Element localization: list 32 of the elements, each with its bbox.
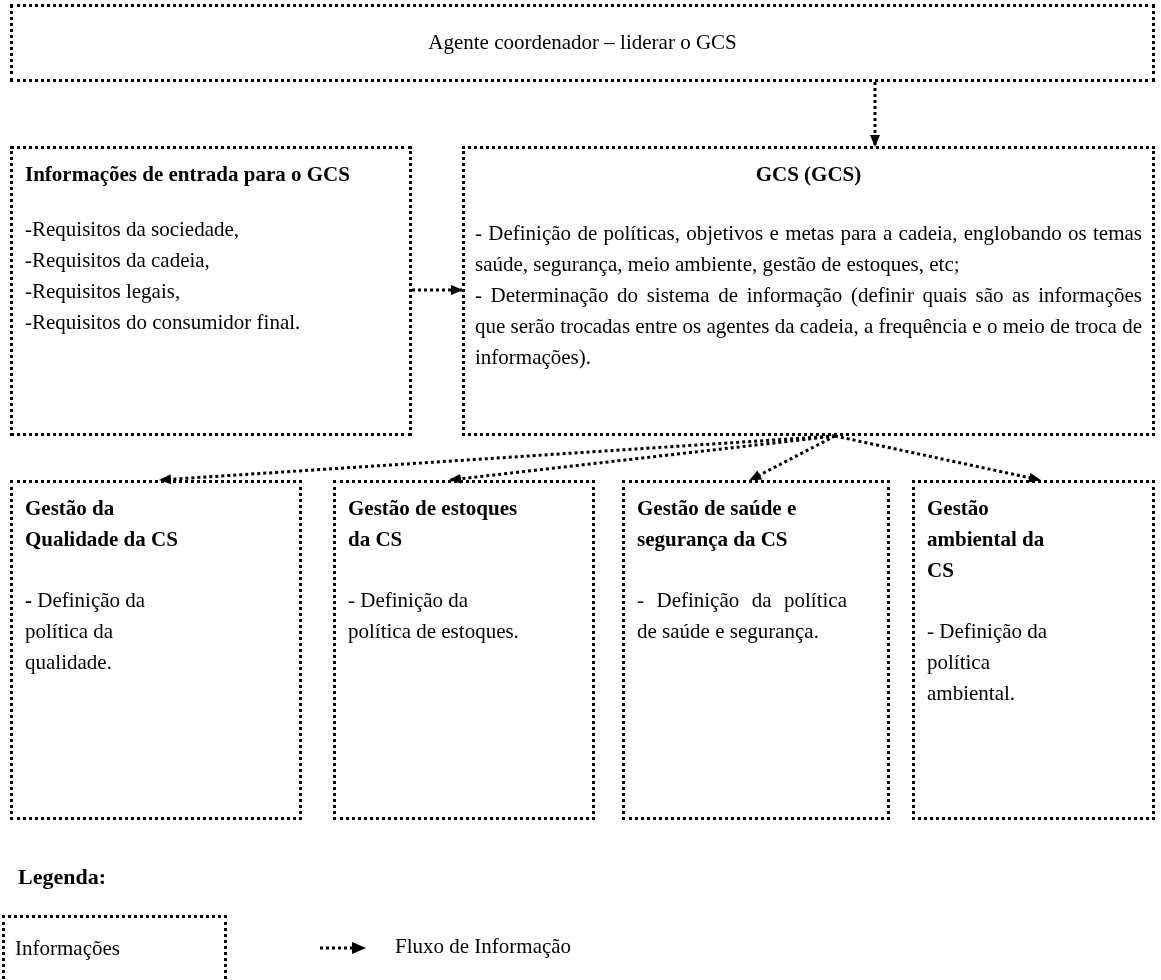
arrow <box>749 434 836 482</box>
dotted-box <box>462 146 1155 436</box>
arrow <box>834 434 1041 483</box>
dotted-box <box>622 480 890 820</box>
box-heading: GCS (GCS) <box>754 161 863 188</box>
box-heading: Gestão de saúde e segurança da CS <box>637 495 798 553</box>
list-item: -Requisitos da cadeia, <box>25 247 211 274</box>
legend-text: Fluxo de Informação <box>395 934 572 959</box>
list-item: -Requisitos do consumidor final. <box>25 309 302 336</box>
box-description: - Definição da política da qualidade. <box>25 587 147 676</box>
box-description: - Definição da política ambiental. <box>927 618 1049 707</box>
arrow <box>412 285 463 295</box>
box-description: - Definição da política de estoques. <box>348 587 520 645</box>
list-item: -Requisitos legais, <box>25 278 182 305</box>
dotted-box <box>10 480 302 820</box>
arrow <box>449 434 836 484</box>
box-heading: Informações de entrada para o GCS <box>25 161 351 188</box>
legend-title: Legenda: <box>18 864 106 890</box>
box-description: - Definição da política de saúde e segurança. <box>637 587 847 645</box>
list-item: -Requisitos da sociedade, <box>25 216 241 243</box>
box-heading: Gestão de estoques da CS <box>348 495 519 553</box>
box-heading: Gestão ambiental da CS <box>927 495 1046 584</box>
dotted-box <box>10 4 1155 82</box>
box-heading: Gestão da Qualidade da CS <box>25 495 179 553</box>
legend-text: Informações <box>15 936 120 960</box>
dotted-box <box>333 480 595 820</box>
box-description: - Definição de políticas, objetivos e metas para a cadeia, englobando os temas saúde, segurança, meio ambiente, gestão de estoques, etc; <box>475 220 1142 278</box>
box-title: Agente coordenador – liderar o GCS <box>427 29 738 56</box>
dotted-box <box>912 480 1155 820</box>
arrow <box>870 82 880 147</box>
box-description: - Determinação do sistema de informação (definir quais são as informações que serão trocadas entre os agentes da cadeia, a frequência e o meio de troca de informações). <box>475 282 1142 371</box>
dotted-box <box>10 146 412 436</box>
